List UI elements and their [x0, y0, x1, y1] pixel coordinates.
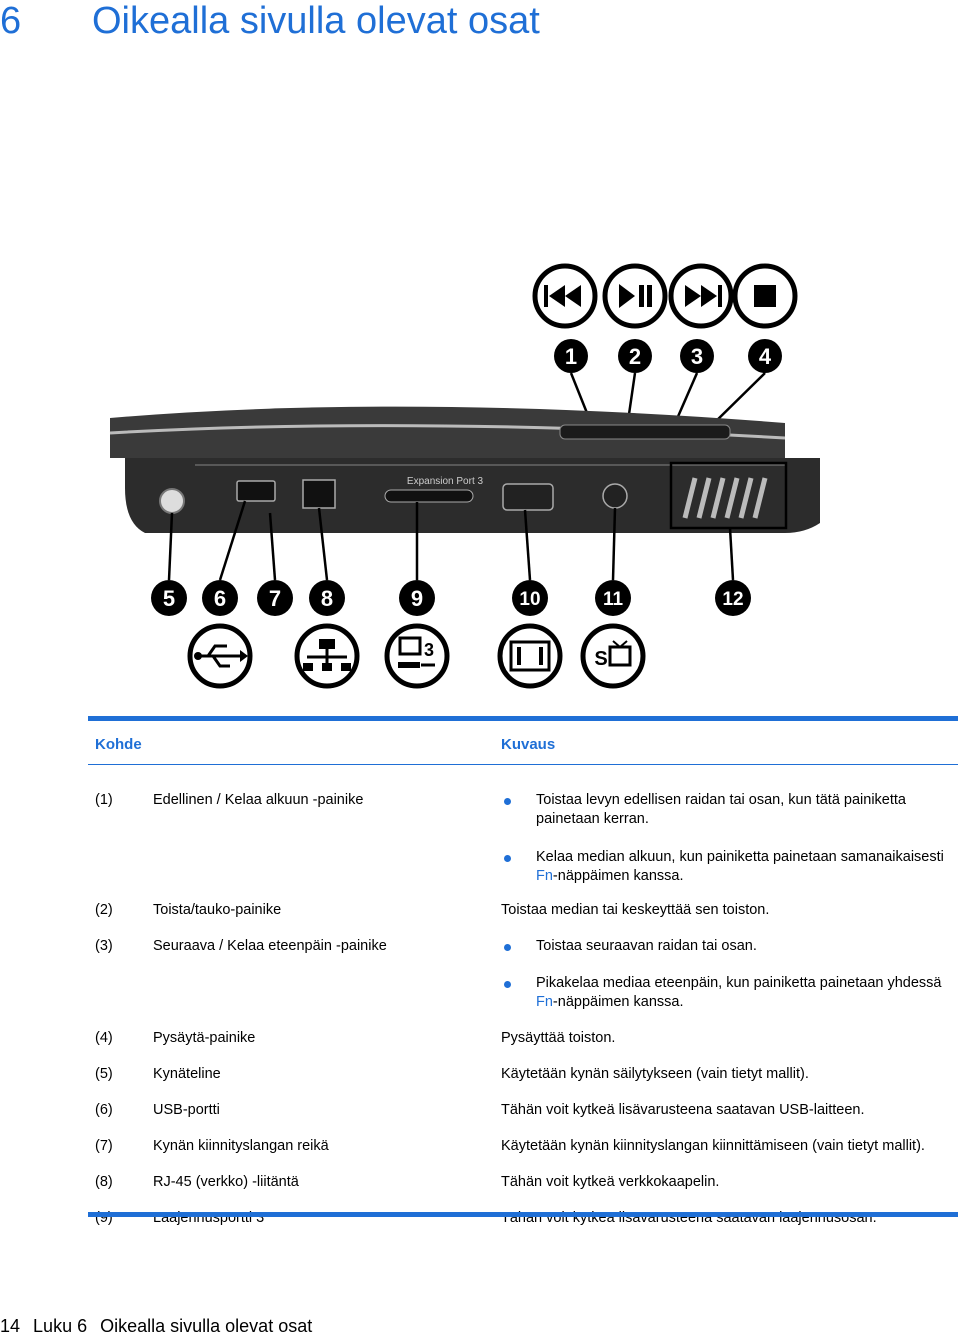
table-row: (5) Kynäteline Käytetään kynän säilytyks…: [88, 1066, 958, 1115]
row-number: (4): [95, 1030, 113, 1046]
callout-9: 9: [399, 580, 435, 616]
callout-7-label: 7: [269, 586, 281, 611]
bullet-icon: [504, 798, 511, 805]
callout-4-label: 4: [759, 344, 772, 369]
row-label: Toista/tauko-painike: [153, 902, 282, 918]
table-top-rule: [88, 716, 958, 721]
table-row: (9) Laajennusportti 3 Tähän voit kytkeä …: [88, 1210, 958, 1259]
header-item: Kohde: [95, 736, 142, 753]
footer-chapter: Luku 6: [33, 1316, 88, 1336]
next-track-icon: [668, 263, 734, 329]
table-header: Kohde Kuvaus: [88, 721, 958, 764]
table-row: (6) USB-portti Tähän voit kytkeä lisävar…: [88, 1102, 958, 1151]
row-number: (7): [95, 1138, 113, 1154]
row-number: (1): [95, 792, 113, 808]
row-number: (8): [95, 1174, 113, 1190]
callout-4: 4: [748, 339, 782, 373]
svg-text:S: S: [594, 648, 607, 670]
network-icon: [294, 623, 360, 689]
callout-5: 5: [151, 580, 187, 616]
expansion-port-icon: 3: [384, 623, 450, 689]
callout-8: 8: [309, 580, 345, 616]
row-number: (6): [95, 1102, 113, 1118]
callout-10: 10: [512, 580, 548, 616]
row-label: Edellinen / Kelaa alkuun -painike: [153, 792, 364, 808]
row-number: (5): [95, 1066, 113, 1082]
callout-12-label: 12: [722, 589, 743, 610]
callout-11-label: 11: [603, 589, 624, 610]
usb-icon: [187, 623, 253, 689]
row-label: USB-portti: [153, 1102, 220, 1118]
row-label: Pysäytä-painike: [153, 1030, 256, 1046]
table-bottom-rule: [88, 1212, 958, 1217]
row-description: Tähän voit kytkeä verkkokaapelin.: [501, 1174, 720, 1190]
callout-7: 7: [257, 580, 293, 616]
laptop-right-side-figure: 1 2 3 4 Expansion Port 3 5 6 7 8 9 10 11…: [109, 263, 820, 689]
callout-5-label: 5: [163, 586, 175, 611]
row-bullet: Pikakelaa mediaa eteenpäin, kun painiket…: [536, 975, 942, 1010]
row-number: (3): [95, 938, 113, 954]
callout-10-label: 10: [519, 589, 540, 610]
chapter-title: Oikealla sivulla olevat osat: [92, 0, 540, 42]
callout-6: 6: [202, 580, 238, 616]
row-bullet: Toistaa seuraavan raidan tai osan.: [536, 938, 757, 954]
row-bullet: Kelaa median alkuun, kun painiketta pain…: [536, 849, 944, 884]
table-row: (4) Pysäytä-painike Pysäyttää toiston.: [88, 1030, 958, 1079]
expansion-port-label: Expansion Port 3: [407, 476, 484, 487]
callout-1: 1: [554, 339, 588, 373]
callout-3: 3: [680, 339, 714, 373]
callout-9-label: 9: [411, 586, 423, 611]
table-row: (8) RJ-45 (verkko) -liitäntä Tähän voit …: [88, 1174, 958, 1223]
monitor-icon: [497, 623, 563, 689]
s-video-icon: S: [580, 623, 646, 689]
bullet-icon: [504, 981, 511, 988]
callout-12: 12: [715, 580, 751, 616]
row-description: Pysäyttää toiston.: [501, 1030, 616, 1046]
components-table: Kohde Kuvaus (1) Edellinen / Kelaa alkuu…: [88, 716, 958, 1259]
chapter-number: 6: [0, 0, 22, 42]
previous-track-icon: [532, 263, 598, 329]
row-label: RJ-45 (verkko) -liitäntä: [153, 1174, 299, 1190]
table-row: (1) Edellinen / Kelaa alkuun -painike To…: [88, 765, 958, 915]
play-pause-icon: [602, 263, 668, 329]
page-footer: 14 Luku 6 Oikealla sivulla olevat osat: [0, 1316, 320, 1337]
row-bullet: Toistaa levyn edellisen raidan tai osan,…: [536, 792, 906, 827]
table-row: (7) Kynän kiinnityslangan reikä Käytetää…: [88, 1138, 958, 1187]
chapter-heading: 6 Oikealla sivulla olevat osat: [0, 0, 540, 46]
callout-2: 2: [618, 339, 652, 373]
table-header-rule: [88, 764, 958, 765]
row-label: Kynäteline: [153, 1066, 221, 1082]
callout-8-label: 8: [321, 586, 333, 611]
callout-6-label: 6: [214, 586, 226, 611]
row-label: Seuraava / Kelaa eteenpäin -painike: [153, 938, 387, 954]
callout-2-label: 2: [629, 344, 641, 369]
row-description: Käytetään kynän säilytykseen (vain tiety…: [501, 1066, 809, 1082]
header-description: Kuvaus: [501, 736, 556, 753]
bullet-icon: [504, 855, 511, 862]
callout-11: 11: [595, 580, 631, 616]
svg-text:3: 3: [424, 640, 434, 660]
row-description: Käytetään kynän kiinnityslangan kiinnitt…: [501, 1138, 925, 1154]
table-row: (3) Seuraava / Kelaa eteenpäin -painike …: [88, 938, 958, 1043]
row-description: Toistaa median tai keskeyttää sen toisto…: [501, 902, 770, 918]
stop-icon: [732, 263, 798, 329]
bullet-icon: [504, 944, 511, 951]
row-number: (2): [95, 902, 113, 918]
page-number: 14: [0, 1316, 21, 1336]
table-row: (2) Toista/tauko-painike Toistaa median …: [88, 902, 958, 951]
callout-1-label: 1: [565, 344, 577, 369]
row-description: Tähän voit kytkeä lisävarusteena saatava…: [501, 1102, 865, 1118]
footer-title: Oikealla sivulla olevat osat: [100, 1316, 313, 1336]
row-label: Kynän kiinnityslangan reikä: [153, 1138, 329, 1154]
callout-3-label: 3: [691, 344, 703, 369]
